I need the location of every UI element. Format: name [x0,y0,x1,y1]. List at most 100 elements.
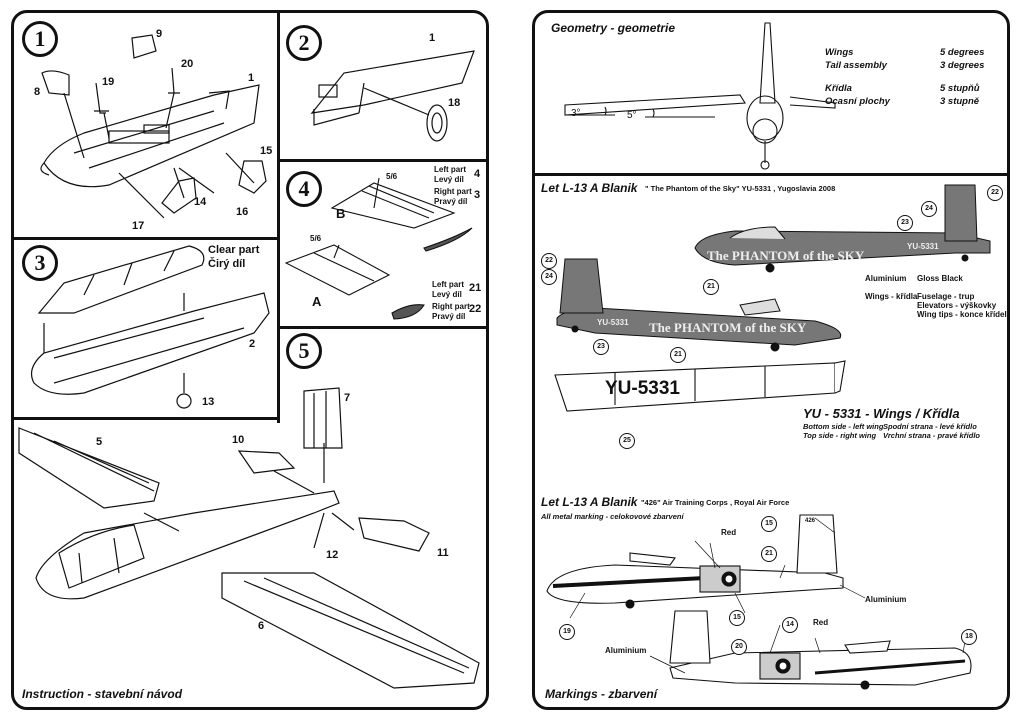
right-part-label: Right part [432,302,470,311]
left-part-label-cz: Levý díl [434,175,464,184]
raf-title: Let L-13 A Blanik [541,495,638,509]
decal-callout: 25 [619,433,635,449]
decal-callout: 21 [761,546,777,562]
part-label: 7 [344,392,351,404]
decal-callout: 22 [541,253,557,269]
part-label: 1 [248,72,255,84]
geometry-wings-label: Wings [825,47,854,58]
geometry-title: Geometry - geometrie [551,21,676,35]
part-label: 6 [258,620,265,632]
part-label: 15 [260,145,273,157]
yu-bottom-side: Bottom side - left wing [803,422,884,431]
left-part-label: Left part [434,165,466,174]
geometry-tail-label-cz: Ocasní plochy [825,96,890,107]
left-part-label-cz: Levý díl [432,290,462,299]
raf-red-label: Red [813,618,829,627]
decal-callout: 24 [921,201,937,217]
right-part-label-cz: Pravý díl [432,312,466,321]
clear-part-label: Clear part [208,244,260,256]
decal-callout: 15 [729,610,745,626]
step-3-number: 3 [22,245,58,281]
part-label: 17 [132,220,145,232]
divider [14,237,280,240]
legend-elevators: Elevators - výškovky [917,301,997,310]
right-part-label: Right part [434,187,472,196]
step-1-number: 1 [22,21,58,57]
raf-red-label: Red [721,528,737,537]
step-2-number: 2 [286,25,322,61]
legend-wingtips: Wing tips - konce křídel [917,310,1007,319]
geometry-wings-value-cz: 5 stupňů [940,83,980,94]
yu-fuselage-text: The PHANTOM of the SKY [707,248,865,263]
part-label: 5/6 [310,234,322,243]
part-label: 18 [448,97,461,109]
angle-label: 5° [627,110,637,121]
markings-footer: Markings - zbarvení [545,687,658,701]
part-number: 22 [469,303,482,315]
view-b-label: B [336,206,346,221]
geometry-tail-label: Tail assembly [825,60,887,71]
decal-callout: 14 [782,617,798,633]
part-label: 5/6 [386,172,398,181]
decal-callout: 24 [541,269,557,285]
decal-callout: 21 [670,347,686,363]
yu-wing-reg: YU-5331 [605,378,680,399]
part-label: 5 [96,436,103,448]
divider [277,159,486,162]
decal-callout: 20 [731,639,747,655]
angle-label: 3° [571,108,581,119]
yu-reg-upper: YU-5331 [907,242,939,251]
divider [277,13,280,423]
part-label: 14 [194,196,207,208]
yu-subtitle: " The Phantom of the Sky" YU-5331 , Yugo… [645,184,836,193]
geometry-wings-label-cz: Křídla [825,83,852,94]
markings-drawings [546,22,991,690]
legend-fuselage: Fuselage - trup [917,292,975,301]
part-label: 16 [236,206,249,218]
yu-top-side: Top side - right wing [803,431,877,440]
instruction-footer: Instruction - stavební návod [22,687,183,701]
decal-callout: 22 [987,185,1003,201]
decal-callout: 19 [559,624,575,640]
raf-aluminium-label: Aluminium [865,595,907,604]
raf-subtitle: "426" Air Training Corps , Royal Air For… [641,498,790,507]
geometry-wings-value: 5 degrees [940,47,985,58]
part-label: 9 [156,28,163,40]
left-part-label: Left part [432,280,464,289]
part-label: 20 [181,58,194,70]
decal-callout: 18 [961,629,977,645]
clear-part-label-cz: Čirý díl [208,258,246,270]
geometry-tail-value: 3 degrees [940,60,985,71]
step-4-number: 4 [286,171,322,207]
legend-aluminium: Aluminium [865,274,907,283]
divider [535,173,1007,176]
part-label: 11 [437,547,449,559]
part-number: 21 [469,282,482,294]
part-label: 12 [326,549,339,561]
part-label: 19 [102,76,115,88]
part-label: 13 [202,396,215,408]
decal-callout: 23 [897,215,913,231]
yu-reg-lower: YU-5331 [597,318,629,327]
raf-aluminium-label: Aluminium [605,646,647,655]
view-a-label: A [312,294,322,309]
part-label: 10 [232,434,245,446]
yu-wings-title: YU - 5331 - Wings / Křídla [803,406,960,421]
raf-all-metal: All metal marking - celokovové zbarvení [541,512,684,521]
divider [14,417,280,420]
instruction-drawings [18,34,480,689]
yu-top-side-cz: Vrchní strana - pravé křídlo [883,431,980,440]
part-label: 2 [249,338,256,350]
yu-title: Let L-13 A Blanik [541,181,638,195]
instruction-sheet: 1 2 3 4 5 9 20 8 19 1 15 14 16 17 1 18 C… [11,10,489,710]
step-5-number: 5 [286,333,322,369]
decal-callout: 23 [593,339,609,355]
right-part-label-cz: Pravý díl [434,197,468,206]
divider [277,326,486,329]
decal-callout: 15 [761,516,777,532]
part-number: 3 [474,189,481,201]
part-label: 8 [34,86,41,98]
geometry-tail-value-cz: 3 stupně [940,96,980,107]
decal-callout: 21 [703,279,719,295]
yu-fuselage-text: The PHANTOM of the SKY [649,320,807,335]
